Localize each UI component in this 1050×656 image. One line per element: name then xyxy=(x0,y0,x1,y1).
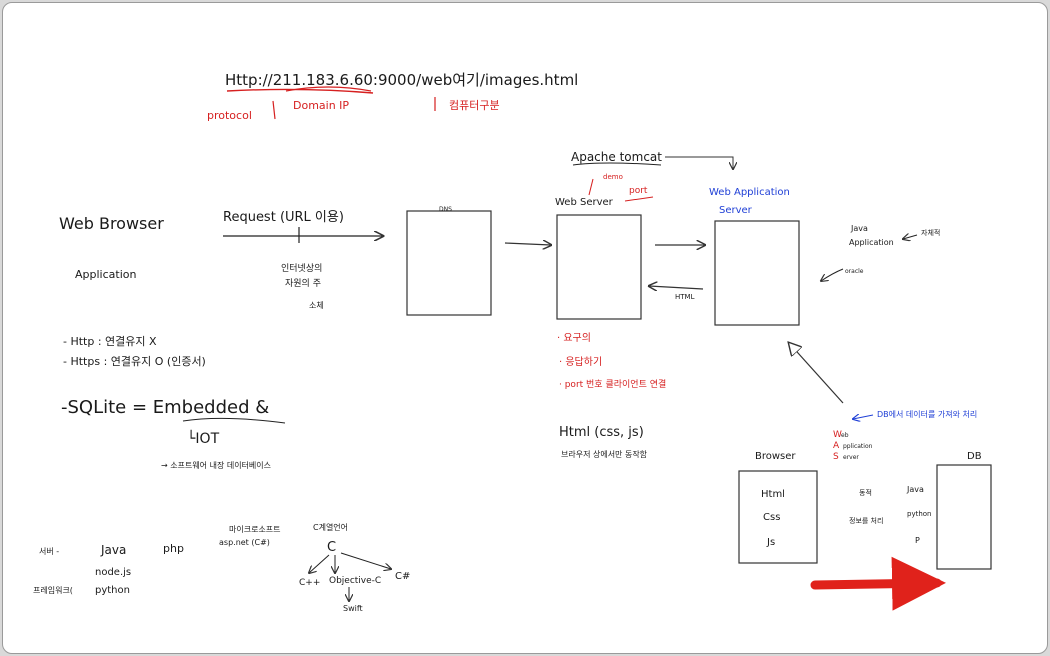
request-note-2: 자원의 주 xyxy=(285,278,321,289)
demo-label: demo xyxy=(603,173,623,181)
blue-note-arrow xyxy=(853,415,874,419)
java-app-label-1: Java xyxy=(850,224,868,233)
port-underline xyxy=(624,196,654,202)
sqlite-note: -SQLite = Embedded & xyxy=(61,397,269,418)
browser-css: Css xyxy=(763,512,780,523)
web-server-box xyxy=(556,214,642,320)
lang-c: C xyxy=(327,540,336,555)
lang-bullet-1: 서버 - xyxy=(39,546,59,556)
was-label-2: Server xyxy=(719,205,753,216)
html-sub-note: 브라우저 상에서만 동작함 xyxy=(561,449,648,459)
was-box xyxy=(714,220,800,326)
browser-label: Browser xyxy=(755,451,796,462)
lang-swift: Swift xyxy=(343,604,363,613)
tomcat-arrow xyxy=(665,156,733,169)
java-app-label-2: Application xyxy=(849,238,894,247)
protocol-divider xyxy=(272,100,276,120)
mid-note-1: 동적 xyxy=(859,488,872,497)
url-text: Http://211.183.6.60:9000/web여기/images.ht… xyxy=(225,71,578,89)
db-label: DB xyxy=(967,451,982,462)
was-label-1: Web Application xyxy=(709,187,790,198)
was-acronym-w: W xyxy=(833,430,842,440)
diagram-svg: Http://211.183.6.60:9000/web여기/images.ht… xyxy=(33,71,992,613)
domain-label: Domain IP xyxy=(293,99,349,112)
red-note-3: · port 번호 클라이언트 연결 xyxy=(559,378,666,390)
request-note-1: 인터넷상의 xyxy=(281,263,322,274)
lang-node: node.js xyxy=(95,567,131,578)
db-note: → 소프트웨어 내장 데이터베이스 xyxy=(161,460,271,470)
was-acronym-a-rest: pplication xyxy=(843,443,873,450)
application-label: Application xyxy=(75,268,136,281)
c-to-cpp-arrow xyxy=(309,554,330,573)
oracle-arrow xyxy=(821,268,844,281)
request-label: Request (URL 이용) xyxy=(223,210,344,225)
html-css-js-label: Html (css, js) xyxy=(559,425,644,440)
red-note-1: · 요구의 xyxy=(557,332,591,344)
browser-box xyxy=(738,470,818,564)
blue-note: DB에서 데이터를 가져와 처리 xyxy=(877,409,977,419)
lang-objc: Objective-C xyxy=(329,576,381,586)
db-side-python: python xyxy=(907,510,932,518)
red-return-arrow xyxy=(810,556,946,611)
was-acronym-s-rest: erver xyxy=(843,454,859,461)
browser-html: Html xyxy=(761,489,785,500)
lang-php: php xyxy=(163,542,184,555)
was-to-webserver-arrow xyxy=(649,286,704,289)
lang-python: python xyxy=(95,585,130,596)
computer-label: 컴퓨터구분 xyxy=(449,99,500,112)
web-server-label: Web Server xyxy=(555,197,614,208)
was-up-arrow xyxy=(789,343,844,404)
https-note: - Https : 연결유지 O (인증서) xyxy=(63,355,206,368)
demo-pointer xyxy=(588,178,594,196)
red-note-2: · 응답하기 xyxy=(559,355,602,368)
apache-tomcat-label: Apache tomcat xyxy=(571,150,662,164)
lang-java: Java xyxy=(100,543,126,557)
request-note-3: 소체 xyxy=(309,300,324,310)
aspnet-label-2: asp.net (C#) xyxy=(219,538,270,547)
was-acronym-s: S xyxy=(833,452,839,462)
iot-note: └IOT xyxy=(187,430,220,447)
oracle-label: oracle xyxy=(845,268,864,275)
java-app-arrow xyxy=(903,235,918,239)
db-side-p: P xyxy=(915,536,920,545)
domain-underline xyxy=(285,86,372,92)
lang-csharp: C# xyxy=(395,571,410,582)
web-browser-label: Web Browser xyxy=(59,214,164,233)
apache-underline xyxy=(572,162,662,166)
lang-cpp: C++ xyxy=(299,578,320,588)
port-label: port xyxy=(629,186,648,196)
was-acronym-w-rest: eb xyxy=(841,432,849,439)
java-app-note: 자체적 xyxy=(921,228,940,237)
embedded-underline xyxy=(182,417,286,424)
html-return-label: HTML xyxy=(675,293,695,301)
c-to-csharp-arrow xyxy=(340,552,391,569)
dns-box xyxy=(406,210,492,316)
db-side-java: Java xyxy=(906,485,924,494)
was-acronym-a: A xyxy=(833,441,840,451)
aspnet-label-1: 마이크로소프트 xyxy=(229,524,281,534)
db-box xyxy=(936,464,992,570)
dns-label: DNS xyxy=(439,206,452,213)
protocol-label: protocol xyxy=(207,109,252,122)
http-note: - Http : 연결유지 X xyxy=(63,335,157,348)
c-family-label: C계열언어 xyxy=(313,522,348,532)
lang-bullet-2: 프레임워크( xyxy=(33,586,73,595)
dns-to-webserver-arrow xyxy=(504,243,551,245)
mid-note-2: 정보를 처리 xyxy=(849,516,883,525)
url-underline xyxy=(226,88,374,94)
browser-js: Js xyxy=(766,537,775,548)
